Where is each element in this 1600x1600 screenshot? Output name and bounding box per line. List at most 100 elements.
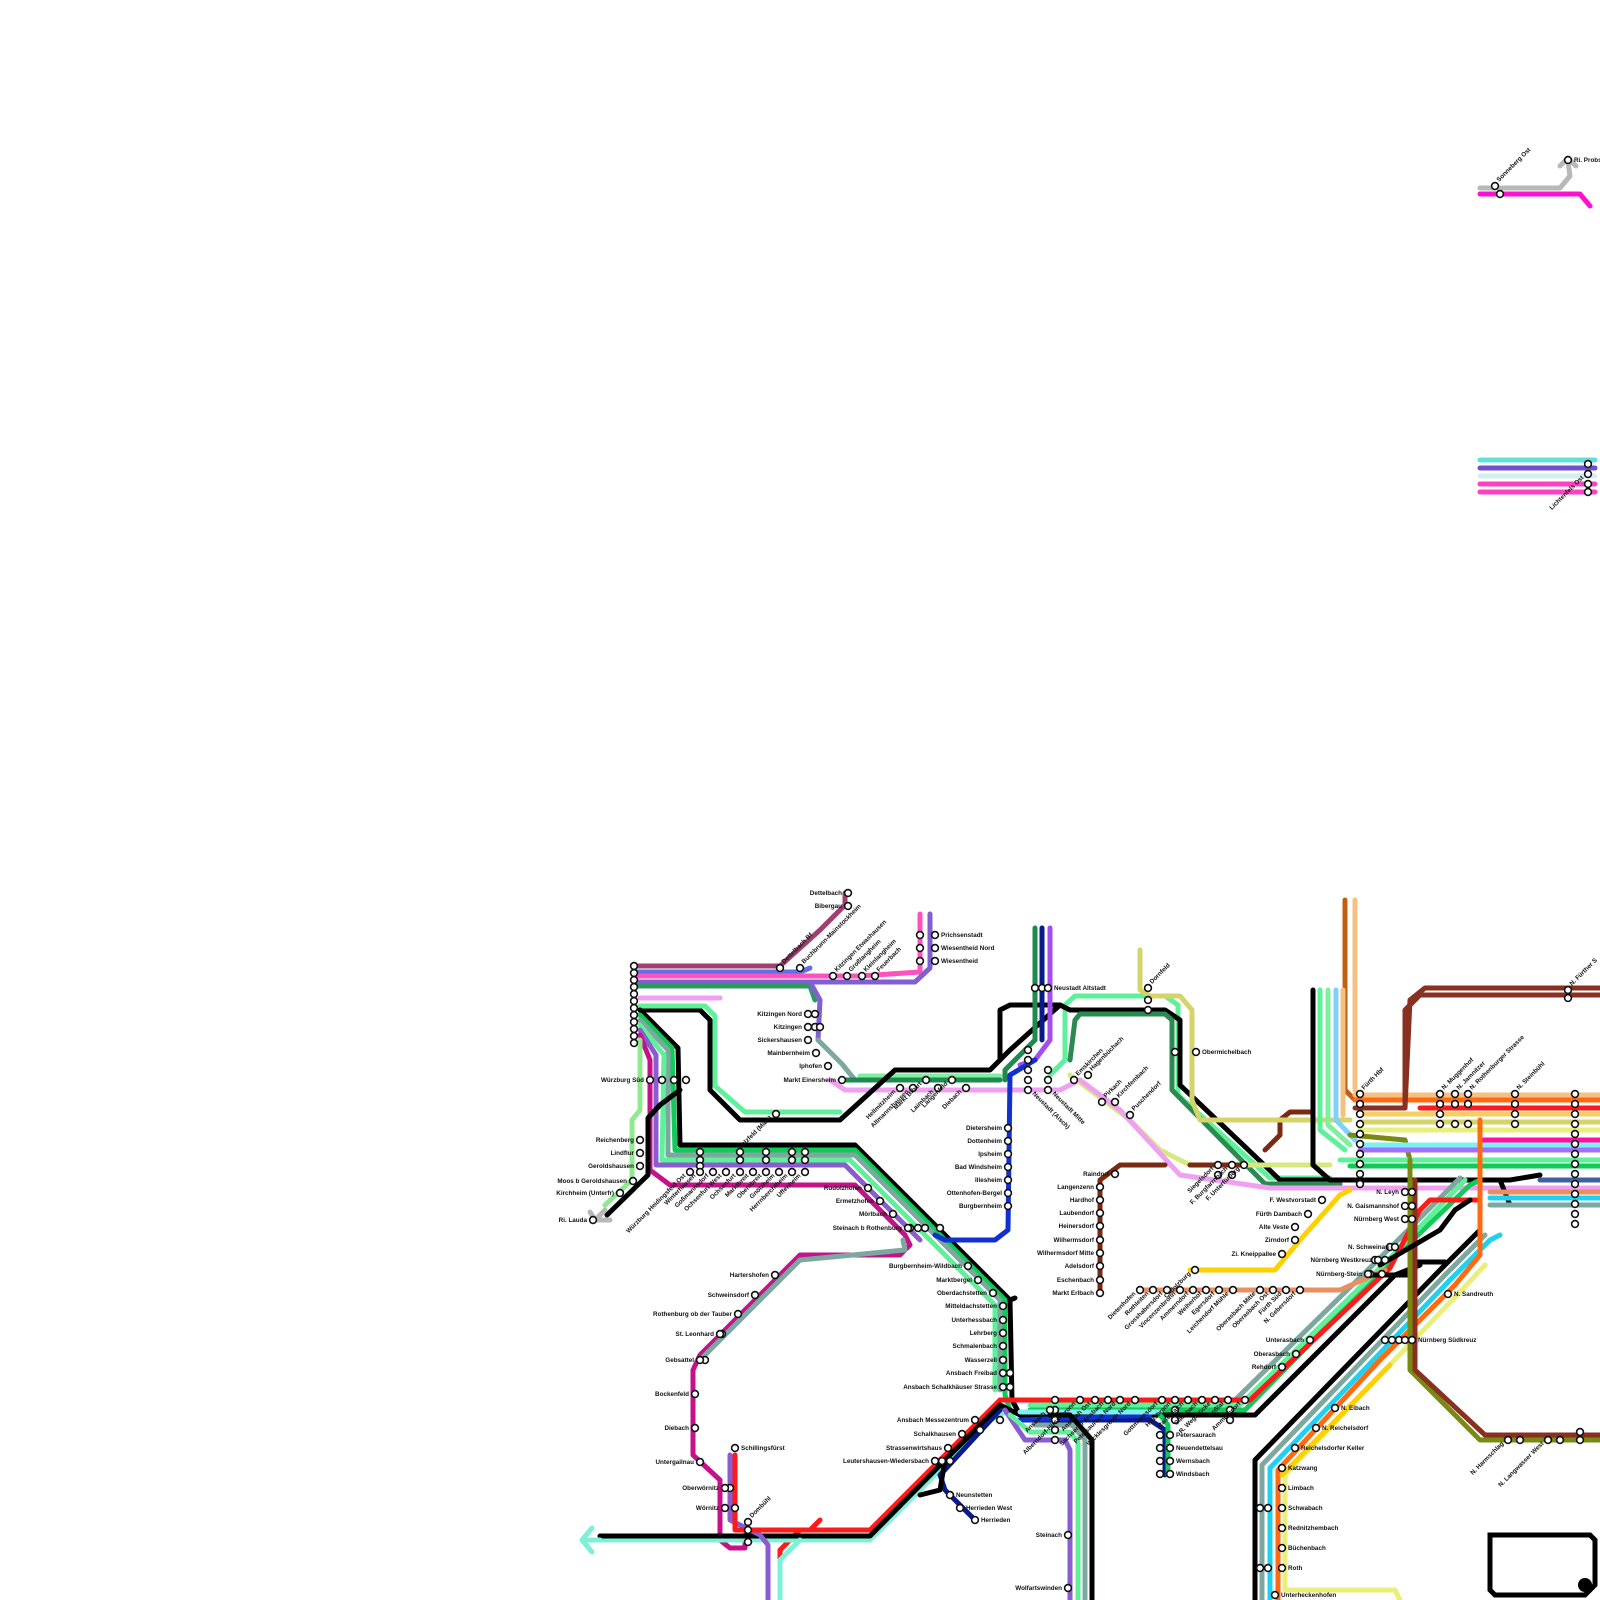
station-marker[interactable] xyxy=(647,1077,654,1084)
station-marker[interactable] xyxy=(1167,1458,1174,1465)
station-marker[interactable] xyxy=(772,1272,779,1279)
station-marker[interactable] xyxy=(1065,1532,1072,1539)
station-marker[interactable] xyxy=(1000,1370,1007,1377)
station-nuernberg-west[interactable]: Nürnberg West xyxy=(1354,1216,1408,1224)
station-marker[interactable] xyxy=(1279,1525,1286,1532)
station-reichelsdorfer-keller[interactable]: Reichelsdorfer Keller xyxy=(1292,1445,1365,1453)
station-marker[interactable] xyxy=(932,932,939,939)
station-marker[interactable] xyxy=(1332,1405,1339,1412)
station-marker[interactable] xyxy=(1565,987,1572,994)
station-marker[interactable] xyxy=(722,1485,729,1492)
station-marker[interactable] xyxy=(805,1024,812,1031)
station-marker[interactable] xyxy=(1305,1211,1312,1218)
station-marker[interactable] xyxy=(1159,1397,1166,1404)
station-windsbach[interactable]: Windsbach xyxy=(1167,1471,1210,1479)
station-marker[interactable] xyxy=(773,1111,780,1118)
station-marker[interactable] xyxy=(697,1357,704,1364)
station-adelsdorf[interactable]: Adelsdorf xyxy=(1065,1263,1104,1271)
station-marker[interactable] xyxy=(972,1417,979,1424)
station-marker[interactable] xyxy=(905,1225,912,1232)
station-n-eibach[interactable]: N. Eibach xyxy=(1332,1405,1370,1413)
station-marker[interactable] xyxy=(735,1311,742,1318)
station-nuernberg-suedkreuz[interactable]: Nürnberg Südkreuz xyxy=(1409,1337,1477,1345)
station-wiesentheid-nord[interactable]: Wiesentheid Nord xyxy=(932,945,995,953)
station-dottenheim[interactable]: Dottenheim xyxy=(967,1138,1011,1146)
station-marker[interactable] xyxy=(1005,1125,1012,1132)
station-marker[interactable] xyxy=(1065,1585,1072,1592)
station-marker[interactable] xyxy=(1150,1287,1157,1294)
station-diebach[interactable]: Diebach xyxy=(665,1425,699,1433)
station-dettelbach[interactable]: Dettelbach xyxy=(810,890,852,898)
station-marker[interactable] xyxy=(1279,1505,1286,1512)
station-neuendettelsau[interactable]: Neuendettelsau xyxy=(1167,1445,1223,1453)
station-langenzenn[interactable]: Langenzenn xyxy=(1057,1184,1103,1192)
station-marker[interactable] xyxy=(825,1063,832,1070)
station-marker[interactable] xyxy=(957,1505,964,1512)
station-marker[interactable] xyxy=(972,1517,979,1524)
station-wilhermsdorf-mitte[interactable]: Wilhermsdorf Mitte xyxy=(1037,1250,1103,1258)
station-marker[interactable] xyxy=(745,1519,752,1526)
station-marker[interactable] xyxy=(1319,1197,1326,1204)
station-marker[interactable] xyxy=(1000,1317,1007,1324)
station-bad-windsheim[interactable]: Bad Windsheim xyxy=(955,1164,1012,1172)
station-marker[interactable] xyxy=(697,1459,704,1466)
station-marker[interactable] xyxy=(990,1290,997,1297)
station-kitzingen[interactable]: Kitzingen xyxy=(774,1024,812,1032)
station-katzwang[interactable]: Katzwang xyxy=(1279,1465,1318,1473)
station-marker[interactable] xyxy=(1272,1592,1279,1599)
station-herrieden[interactable]: Herrieden xyxy=(972,1517,1011,1525)
station-fuerth-dambach[interactable]: Fürth Dambach xyxy=(1256,1211,1312,1219)
station-schalkhausen[interactable]: Schalkhausen xyxy=(914,1431,966,1439)
station-marker[interactable] xyxy=(932,958,939,965)
station-alte-veste[interactable]: Alte Veste xyxy=(1259,1224,1299,1232)
station-eschenbach[interactable]: Eschenbach xyxy=(1057,1277,1104,1285)
station-marker[interactable] xyxy=(1132,1397,1139,1404)
station-woernitz[interactable]: Wörnitz xyxy=(696,1505,728,1513)
station-ri-lauda[interactable]: Ri. Lauda xyxy=(559,1217,597,1225)
station-marker[interactable] xyxy=(1097,1223,1104,1230)
station-n-reichelsdorf[interactable]: N. Reichelsdorf xyxy=(1313,1425,1369,1433)
station-marker[interactable] xyxy=(1097,1184,1104,1191)
station-marker[interactable] xyxy=(839,1077,846,1084)
station-marker[interactable] xyxy=(717,1331,724,1338)
station-marker[interactable] xyxy=(949,1077,956,1084)
station-wernsbach[interactable]: Wernsbach xyxy=(1167,1458,1210,1466)
station-marker[interactable] xyxy=(932,1458,939,1465)
station-marker[interactable] xyxy=(845,890,852,897)
station-marker[interactable] xyxy=(1402,1203,1409,1210)
station-ottenhofen[interactable]: Ottenhofen-Bergel xyxy=(947,1190,1012,1198)
station-marker[interactable] xyxy=(1241,1162,1248,1169)
station-reichenberg[interactable]: Reichenberg xyxy=(596,1137,644,1145)
station-marker[interactable] xyxy=(1565,157,1572,164)
station-marker[interactable] xyxy=(1097,1237,1104,1244)
station-steinach[interactable]: Steinach b Rothenburg xyxy=(833,1225,912,1233)
station-kitzingen-nord[interactable]: Kitzingen Nord xyxy=(757,1011,811,1019)
station-marker[interactable] xyxy=(963,1085,970,1092)
station-marker[interactable] xyxy=(1505,1437,1512,1444)
station-marker[interactable] xyxy=(1097,1277,1104,1284)
station-n-langwasser-west[interactable]: N. Langwasser West xyxy=(1497,1437,1551,1489)
station-marker[interactable] xyxy=(1112,1171,1119,1178)
station-nuernberg-westkreuz[interactable]: Nürnberg Westkreuz xyxy=(1311,1257,1382,1265)
station-marker[interactable] xyxy=(830,973,837,980)
station-marker[interactable] xyxy=(965,1263,972,1270)
station-laubendorf[interactable]: Laubendorf xyxy=(1059,1210,1103,1218)
station-marker[interactable] xyxy=(1097,1290,1104,1297)
station-marker[interactable] xyxy=(1279,1545,1286,1552)
station-wasserzell[interactable]: Wasserzell xyxy=(965,1357,1007,1365)
station-marker[interactable] xyxy=(813,1050,820,1057)
station-marker[interactable] xyxy=(1047,1407,1054,1414)
station-ipsheim[interactable]: Ipsheim xyxy=(978,1151,1011,1159)
station-marker[interactable] xyxy=(1585,471,1592,478)
station-marker[interactable] xyxy=(845,903,852,910)
station-marker[interactable] xyxy=(1365,1271,1372,1278)
station-marker[interactable] xyxy=(1185,1397,1192,1404)
station-marker[interactable] xyxy=(877,1198,884,1205)
station-raindorf[interactable]: Raindorf xyxy=(1083,1171,1118,1179)
station-marker[interactable] xyxy=(1099,1099,1106,1106)
station-marker[interactable] xyxy=(1005,1203,1012,1210)
station-marker[interactable] xyxy=(1283,1287,1290,1294)
station-marker[interactable] xyxy=(1105,1397,1112,1404)
station-marker[interactable] xyxy=(1452,1091,1459,1098)
station-n-leyh[interactable]: N. Leyh xyxy=(1376,1189,1408,1197)
